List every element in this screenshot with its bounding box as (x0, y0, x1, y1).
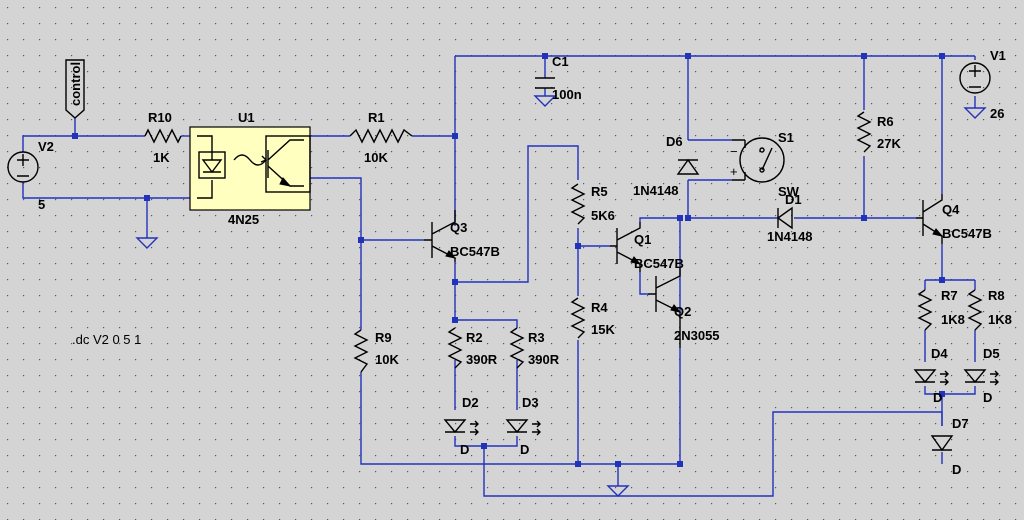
d5-led[interactable]: D5 D (963, 346, 1000, 405)
q2-value: 2N3055 (674, 328, 720, 343)
s1-value: SW (778, 184, 800, 199)
r8-name: R8 (988, 288, 1005, 303)
r2-name: R2 (466, 330, 483, 345)
q1-transistor[interactable]: Q1 BC547B (610, 222, 684, 272)
c1-value: 100n (552, 87, 582, 102)
control-net-label[interactable]: control (65, 59, 85, 119)
r6-value: 27K (877, 136, 901, 151)
r7-name: R7 (941, 288, 958, 303)
q3-name: Q3 (450, 220, 467, 235)
junction-dots (72, 53, 945, 467)
q4-name: Q4 (942, 202, 960, 217)
d2-name: D2 (462, 395, 479, 410)
d1-diode[interactable]: D1 1N4148 (767, 192, 813, 244)
d3-led[interactable]: D3 D (505, 395, 541, 457)
d4-led[interactable]: D4 D (913, 346, 949, 405)
d1-name: D1 (785, 192, 802, 207)
r1-resistor[interactable]: R1 10K (349, 110, 413, 165)
q1-name: Q1 (634, 232, 651, 247)
v1-voltage-source[interactable]: V1 26 (959, 48, 1006, 121)
r1-name: R1 (368, 110, 385, 125)
d7-value: D (952, 462, 961, 477)
r3-value: 390R (528, 352, 560, 367)
d6-value: 1N4148 (633, 183, 679, 198)
d1-value: 1N4148 (767, 229, 813, 244)
v2-value: 5 (38, 197, 45, 212)
v1-name: V1 (990, 48, 1006, 63)
r6-resistor[interactable]: R6 27K (856, 111, 901, 153)
q2-transistor[interactable]: Q2 2N3055 (648, 268, 720, 348)
q4-value: BC547B (942, 226, 992, 241)
svg-text:+: + (730, 164, 738, 179)
v1-value: 26 (990, 106, 1004, 121)
u1-optocoupler[interactable]: U1 4N25 (189, 110, 311, 227)
r6-name: R6 (877, 114, 894, 129)
d6-name: D6 (666, 134, 683, 149)
spice-directive[interactable]: .dc V2 0 5 1 (72, 332, 141, 347)
u1-name: U1 (238, 110, 255, 125)
q4-transistor[interactable]: Q4 BC547B (916, 194, 992, 244)
u1-value: 4N25 (228, 212, 259, 227)
d5-name: D5 (983, 346, 1000, 361)
q2-name: Q2 (674, 304, 691, 319)
r10-name: R10 (148, 110, 172, 125)
d2-led[interactable]: D2 D (443, 395, 479, 457)
ground-symbol-main (606, 485, 630, 497)
d3-name: D3 (522, 395, 539, 410)
r4-resistor[interactable]: R4 15K (570, 297, 615, 339)
r10-value: 1K (153, 150, 170, 165)
d4-value: D (933, 390, 942, 405)
r9-resistor[interactable]: R9 10K (353, 329, 399, 373)
c1-name: C1 (552, 54, 569, 69)
d4-name: D4 (931, 346, 948, 361)
r8-value: 1K8 (988, 312, 1012, 327)
r9-name: R9 (375, 330, 392, 345)
r8-resistor[interactable]: R8 1K8 (967, 288, 1012, 331)
wires (22, 55, 976, 497)
q1-value: BC547B (634, 256, 684, 271)
r5-resistor[interactable]: R5 5K6 (570, 183, 615, 225)
d3-value: D (520, 442, 529, 457)
r7-resistor[interactable]: R7 1K8 (917, 288, 965, 331)
r3-resistor[interactable]: R3 390R (509, 327, 560, 369)
ground-symbol (135, 237, 159, 249)
d6-diode[interactable]: D6 1N4148 (633, 134, 700, 198)
control-label-text: control (68, 62, 83, 106)
r2-resistor[interactable]: R2 390R (447, 327, 498, 369)
r10-resistor[interactable]: R10 1K (144, 110, 182, 165)
d7-name: D7 (952, 416, 969, 431)
q3-transistor[interactable]: Q3 BC547B (424, 210, 500, 262)
r3-name: R3 (528, 330, 545, 345)
r7-value: 1K8 (941, 312, 965, 327)
s1-switch[interactable]: − + S1 SW (730, 130, 800, 199)
r1-value: 10K (364, 150, 388, 165)
v2-name: V2 (38, 139, 54, 154)
d2-value: D (460, 442, 469, 457)
r4-value: 15K (591, 322, 615, 337)
r2-value: 390R (466, 352, 498, 367)
r5-name: R5 (591, 184, 608, 199)
s1-name: S1 (778, 130, 794, 145)
r5-value: 5K6 (591, 208, 615, 223)
c1-capacitor[interactable]: C1 100n (533, 54, 582, 107)
d7-diode[interactable]: D7 D (930, 416, 969, 477)
r9-value: 10K (375, 352, 399, 367)
r4-name: R4 (591, 300, 608, 315)
v2-voltage-source[interactable]: V2 5 (7, 139, 54, 212)
q3-value: BC547B (450, 244, 500, 259)
svg-text:−: − (730, 144, 738, 159)
d5-value: D (983, 390, 992, 405)
